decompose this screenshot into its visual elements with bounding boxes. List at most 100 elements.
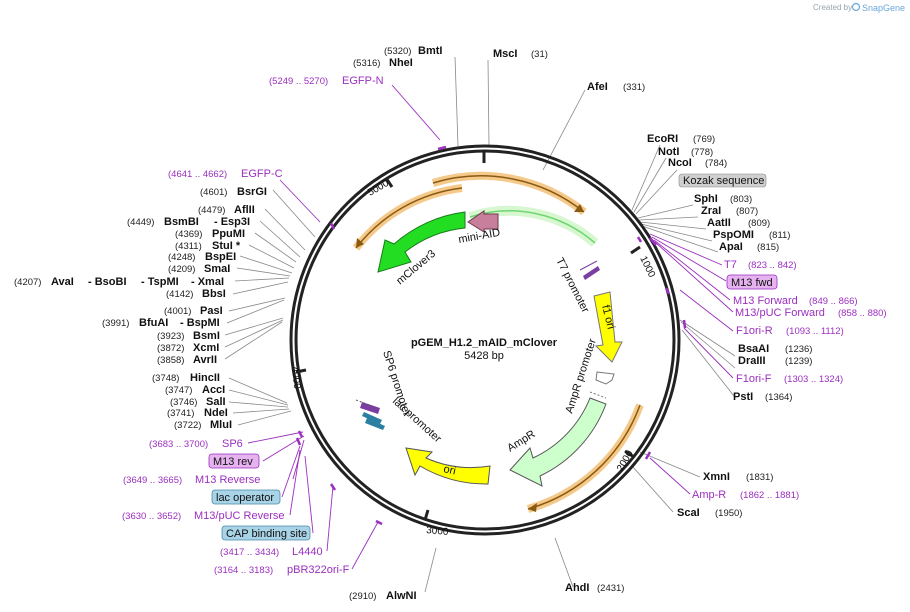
enzyme-pos-bspei: (4248) bbox=[168, 252, 195, 263]
lac-promoter-label: lac promoter bbox=[390, 395, 444, 445]
mclover3-feature[interactable] bbox=[377, 205, 599, 273]
enzyme-alwni[interactable]: AlwNI bbox=[386, 590, 417, 602]
enzyme-pos-bsrgi: (4601) bbox=[200, 187, 227, 198]
enzyme-bmti[interactable]: BmtI bbox=[418, 45, 442, 57]
lac-operator-badge[interactable]: lac operator bbox=[211, 489, 281, 505]
enzyme-bsmi[interactable]: BsmI bbox=[193, 330, 220, 342]
primer-m13-puc-forward[interactable]: M13/pUC Forward bbox=[735, 307, 825, 319]
enzyme-nhei[interactable]: NheI bbox=[389, 57, 413, 69]
snapgene-brand: SnapGene bbox=[862, 3, 905, 13]
enzyme-afei[interactable]: AfeI bbox=[587, 81, 608, 93]
primer-pos-t7: (823 .. 842) bbox=[748, 260, 797, 271]
enzyme-xcmi[interactable]: XcmI bbox=[193, 342, 219, 354]
enzyme-mlui[interactable]: MluI bbox=[210, 419, 232, 431]
orange-feature-arcs bbox=[352, 171, 644, 513]
primer-pos-f1ori-r: (1093 .. 1112) bbox=[786, 326, 844, 337]
enzyme-pos-smai: (4209) bbox=[168, 264, 195, 275]
primer-f1ori-f[interactable]: F1ori-F bbox=[736, 373, 772, 385]
enzyme-zrai[interactable]: ZraI bbox=[701, 205, 721, 217]
enzyme-bbsi[interactable]: BbsI bbox=[202, 288, 226, 300]
primer-sp6[interactable]: SP6 bbox=[222, 438, 243, 450]
enzyme-hincii[interactable]: HincII bbox=[190, 372, 220, 384]
enzyme-bsrgi[interactable]: BsrGI bbox=[237, 186, 267, 198]
enzyme-apai[interactable]: ApaI bbox=[719, 241, 743, 253]
m13-fwd-badge[interactable]: M13 fwd bbox=[726, 274, 778, 290]
enzyme-bspei[interactable]: BspEI bbox=[205, 251, 236, 263]
enzyme-bsmbi[interactable]: BsmBI bbox=[164, 216, 199, 228]
ampr-feature[interactable] bbox=[509, 397, 607, 487]
cap-binding-site-badge[interactable]: CAP binding site bbox=[221, 525, 311, 541]
enzyme-sali[interactable]: SalI bbox=[206, 396, 226, 408]
enzyme-tspmi[interactable]: - TspMI bbox=[141, 276, 179, 288]
primer-m13-reverse[interactable]: M13 Reverse bbox=[195, 474, 260, 486]
enzyme-avrii[interactable]: AvrII bbox=[193, 354, 217, 366]
enzyme-pos-noti: (778) bbox=[691, 147, 713, 158]
enzyme-aflii[interactable]: AflII bbox=[234, 204, 255, 216]
enzyme-noti[interactable]: NotI bbox=[658, 146, 679, 158]
enzyme-xmai[interactable]: - XmaI bbox=[191, 276, 224, 288]
primer-pbr322ori-f[interactable]: pBR322ori-F bbox=[287, 564, 350, 576]
enzyme-pasi[interactable]: PasI bbox=[200, 305, 223, 317]
primer-pos-egfpn: (5249 .. 5270) bbox=[269, 76, 328, 87]
enzyme-bspmi[interactable]: - BspMI bbox=[180, 317, 220, 329]
enzyme-esp3i[interactable]: - Esp3I bbox=[214, 216, 250, 228]
enzyme-pos-bsmi: (3923) bbox=[157, 331, 184, 342]
enzyme-ncoi[interactable]: NcoI bbox=[668, 157, 692, 169]
enzyme-acci[interactable]: AccI bbox=[202, 384, 225, 396]
enzyme-aatii[interactable]: AatII bbox=[707, 217, 731, 229]
enzyme-pspomi[interactable]: PspOMI bbox=[713, 229, 754, 241]
enzyme-bsobi[interactable]: - BsoBI bbox=[88, 276, 127, 288]
primer-f1ori-r[interactable]: F1ori-R bbox=[736, 325, 773, 337]
enzyme-pos-sphi: (803) bbox=[730, 194, 752, 205]
enzyme-pos-ncoi: (784) bbox=[705, 158, 727, 169]
cap-binding-site-label: CAP binding site bbox=[226, 528, 307, 540]
enzyme-draiii[interactable]: DraIII bbox=[738, 355, 766, 367]
mini-aid-feature[interactable] bbox=[467, 210, 499, 233]
primer-pos-m13-forward: (849 .. 866) bbox=[809, 296, 858, 307]
primer-t7[interactable]: T7 bbox=[724, 259, 737, 271]
primer-egfpc[interactable]: EGFP-C bbox=[241, 168, 283, 180]
primer-pos-egfpc: (4641 .. 4662) bbox=[168, 169, 227, 180]
enzyme-pos-ppumi: (4369) bbox=[175, 229, 202, 240]
m13-rev-badge[interactable]: M13 rev bbox=[208, 453, 260, 469]
sp6-lac-features[interactable] bbox=[355, 399, 385, 430]
position-tick-marks bbox=[295, 151, 641, 521]
enzyme-msci[interactable]: MscI bbox=[493, 48, 517, 60]
t7-promoter-feature[interactable] bbox=[579, 260, 600, 280]
primer-l4440[interactable]: L4440 bbox=[292, 546, 323, 558]
primer-egfpn[interactable]: EGFP-N bbox=[342, 75, 384, 87]
enzyme-bfuai[interactable]: BfuAI bbox=[139, 317, 168, 329]
enzyme-xmni[interactable]: XmnI bbox=[703, 471, 730, 483]
enzyme-psti[interactable]: PstI bbox=[733, 391, 753, 403]
primer-pos-l4440: (3417 .. 3434) bbox=[220, 547, 279, 558]
enzyme-pos-avai: (4207) bbox=[14, 277, 41, 288]
tick-label-3000: 3000 bbox=[426, 525, 450, 538]
enzyme-scai[interactable]: ScaI bbox=[677, 507, 700, 519]
enzyme-ppumi[interactable]: PpuMI bbox=[212, 228, 245, 240]
enzyme-smai[interactable]: SmaI bbox=[204, 263, 230, 275]
enzyme-pos-mlui: (3722) bbox=[174, 420, 201, 431]
ori-feature[interactable] bbox=[405, 447, 491, 485]
enzyme-pos-ahdi: (2431) bbox=[597, 583, 624, 594]
primer-m13-forward[interactable]: M13 Forward bbox=[733, 295, 798, 307]
f1-ori-feature[interactable] bbox=[593, 291, 623, 363]
primer-amp-r[interactable]: Amp-R bbox=[692, 489, 726, 501]
enzyme-ahdi[interactable]: AhdI bbox=[565, 582, 589, 594]
enzyme-pos-sali: (3746) bbox=[170, 397, 197, 408]
enzyme-avai[interactable]: AvaI bbox=[51, 276, 74, 288]
ori-label: ori bbox=[442, 463, 456, 477]
enzyme-bsaai[interactable]: BsaAI bbox=[738, 343, 769, 355]
kozak-sequence-badge[interactable]: Kozak sequence bbox=[678, 173, 767, 188]
enzyme-pos-xcmi: (3872) bbox=[157, 343, 184, 354]
ampr-promoter-feature[interactable] bbox=[589, 371, 615, 399]
primer-m13-puc-reverse[interactable]: M13/pUC Reverse bbox=[194, 510, 284, 522]
enzyme-ndei[interactable]: NdeI bbox=[204, 407, 228, 419]
enzyme-sphi[interactable]: SphI bbox=[694, 193, 718, 205]
created-by-label: Created by bbox=[813, 3, 852, 12]
enzyme-pos-nhei: (5316) bbox=[353, 58, 380, 69]
enzyme-stui[interactable]: StuI * bbox=[212, 240, 241, 252]
enzyme-ecori[interactable]: EcoRI bbox=[647, 133, 678, 145]
ampr-label: AmpR bbox=[505, 428, 537, 454]
enzyme-pos-bbsi: (4142) bbox=[166, 289, 193, 300]
